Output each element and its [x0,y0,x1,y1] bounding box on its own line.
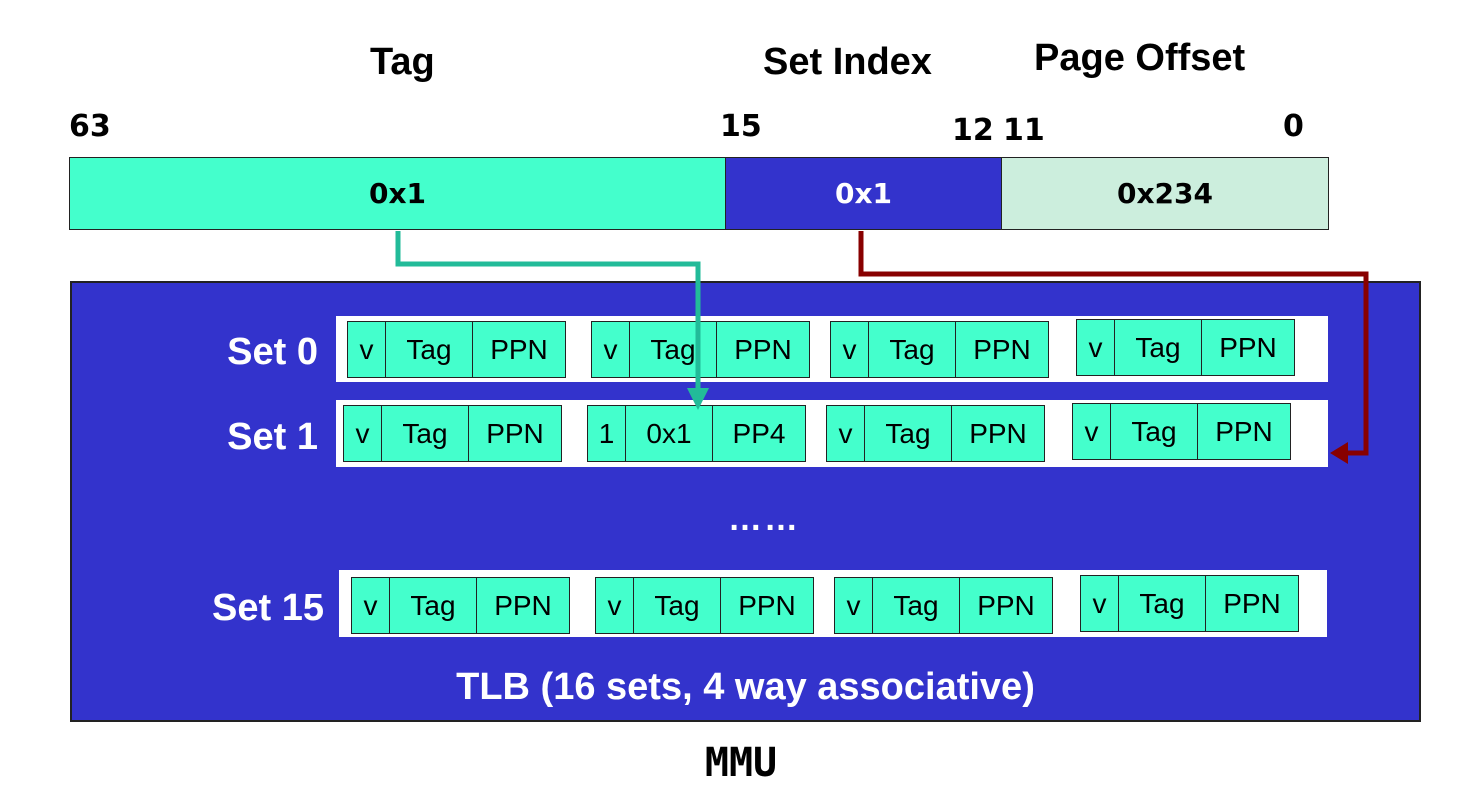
entry-tag: 0x1 [626,406,713,461]
mmu-label: MMU [704,740,778,786]
set-0-way-0-entry: v Tag PPN [347,321,566,378]
entry-ppn: PPN [1219,331,1277,363]
entry-tag: Tag [390,578,477,633]
set-1-label: Set 1 [227,416,318,458]
entry-tag: Tag [1111,404,1198,459]
entry-tag: Tag [869,322,956,377]
set-index-header: Set Index [763,41,932,83]
set-15-way-1-entry: v Tag PPN [595,577,814,634]
entry-ppn: PPN [738,589,796,621]
entry-ppn: PPN [969,417,1027,449]
address-page-offset-value: 0x234 [1117,177,1213,210]
set-1-way-3-entry: v Tag PPN [1072,403,1291,460]
entry-ppn: PPN [1215,415,1273,447]
tlb-caption: TLB (16 sets, 4 way associative) [456,666,1035,708]
set-0-way-3-entry: v Tag PPN [1076,319,1295,376]
valid-bit: v [831,322,869,377]
entry-ppn: PPN [734,333,792,365]
entry-tag: Tag [382,406,469,461]
set-1-way-2-entry: v Tag PPN [826,405,1045,462]
valid-bit: v [596,578,634,633]
valid-bit: v [835,578,873,633]
bit-0-label: 0 [1283,109,1304,144]
entry-ppn: PPN [494,589,552,621]
valid-bit: v [352,578,390,633]
entry-ppn: PPN [1223,587,1281,619]
bit-63-label: 63 [69,109,111,144]
more-sets-ellipsis: …… [728,500,800,538]
valid-bit: v [344,406,382,461]
address-page-offset-field: 0x234 [1001,157,1329,230]
set-1-way-0-entry: v Tag PPN [343,405,562,462]
entry-tag: Tag [873,578,960,633]
address-tag-field: 0x1 [69,157,726,230]
valid-bit: v [827,406,865,461]
tag-header: Tag [370,41,435,83]
entry-tag: Tag [1115,320,1202,375]
bit-11-label: 11 [1003,113,1045,148]
set-15-way-2-entry: v Tag PPN [834,577,1053,634]
entry-tag: Tag [630,322,717,377]
set-1-way-1-entry: 1 0x1 PP4 [587,405,806,462]
set-0-way-1-entry: v Tag PPN [591,321,810,378]
bit-12-label: 12 [952,113,994,148]
address-set-index-value: 0x1 [834,177,893,210]
address-tag-value: 0x1 [368,177,427,210]
address-set-index-field: 0x1 [725,157,1002,230]
set-0-way-2-entry: v Tag PPN [830,321,1049,378]
entry-tag: Tag [634,578,721,633]
entry-ppn: PPN [973,333,1031,365]
set-15-label: Set 15 [212,587,324,629]
valid-bit: v [348,322,386,377]
entry-ppn: PPN [490,333,548,365]
valid-bit: 1 [588,406,626,461]
valid-bit: v [1081,576,1119,631]
entry-ppn: PPN [486,417,544,449]
entry-tag: Tag [1119,576,1206,631]
set-15-way-3-entry: v Tag PPN [1080,575,1299,632]
set-0-label: Set 0 [227,331,318,373]
valid-bit: v [1073,404,1111,459]
valid-bit: v [1077,320,1115,375]
bit-15-label: 15 [720,109,762,144]
set-15-way-0-entry: v Tag PPN [351,577,570,634]
entry-ppn: PPN [977,589,1035,621]
entry-tag: Tag [386,322,473,377]
valid-bit: v [592,322,630,377]
entry-ppn: PP4 [732,417,786,449]
entry-tag: Tag [865,406,952,461]
page-offset-header: Page Offset [1034,37,1246,79]
